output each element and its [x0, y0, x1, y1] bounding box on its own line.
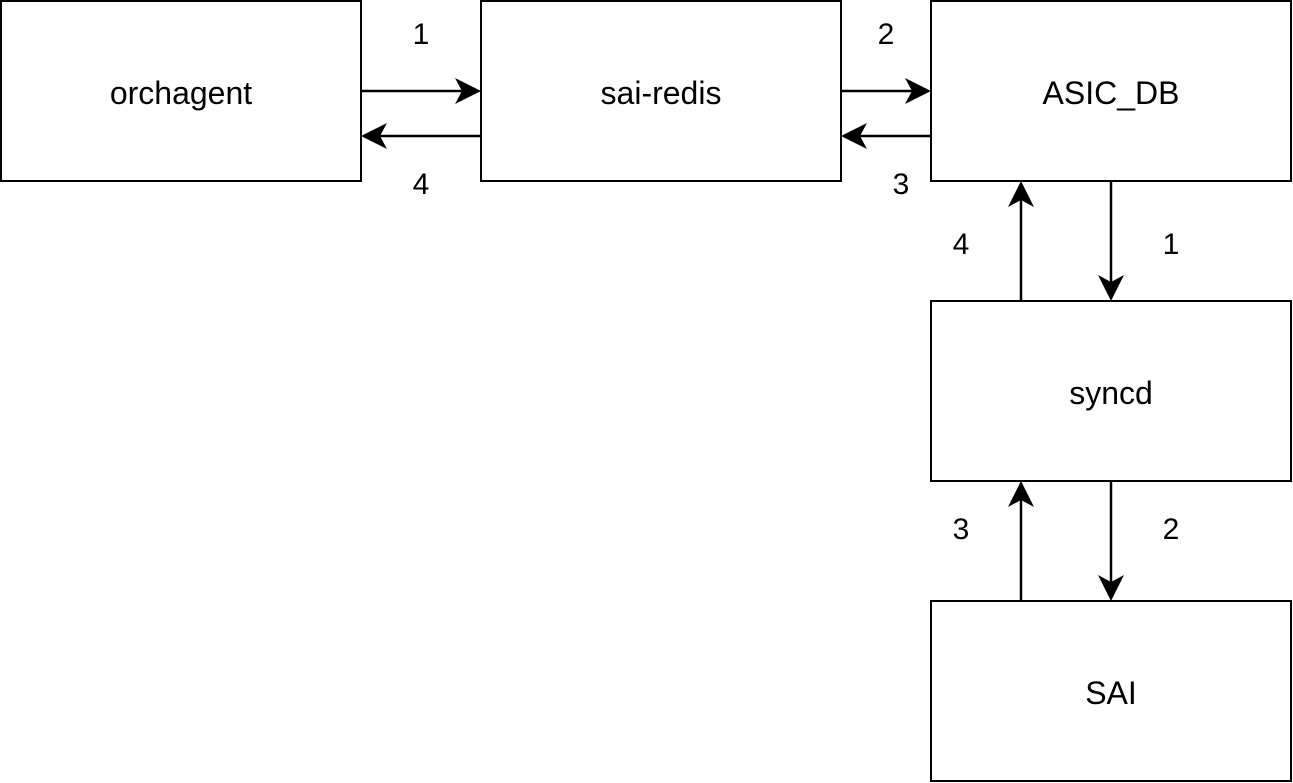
node-sai-redis: sai-redis: [480, 0, 842, 182]
node-orchagent-label: orchagent: [110, 75, 252, 111]
edge-orchagent-to-sai-redis: [361, 78, 481, 104]
node-orchagent: orchagent: [0, 0, 362, 182]
edge-asic-db-to-syncd: [1098, 181, 1124, 301]
step-label-asic-db-to-syncd: 1: [1163, 228, 1180, 261]
node-syncd-label: syncd: [1069, 375, 1153, 411]
step-label-syncd-to-sai: 2: [1163, 513, 1180, 546]
edge-sai-to-syncd: [1008, 481, 1034, 601]
step-label-sai-redis-to-asic-db: 2: [878, 18, 895, 51]
step-label-syncd-to-asic-db: 4: [953, 228, 970, 261]
node-asic-db: ASIC_DB: [930, 0, 1292, 182]
edge-syncd-to-sai: [1098, 481, 1124, 601]
step-label-sai-to-syncd: 3: [953, 513, 970, 546]
step-label-asic-db-to-sai-redis: 3: [893, 168, 910, 201]
edge-syncd-to-asic-db: [1008, 181, 1034, 301]
step-label-orchagent-to-sai-redis: 1: [413, 18, 430, 51]
edge-sai-redis-to-asic-db: [841, 78, 931, 104]
edge-sai-redis-to-orchagent: [361, 123, 481, 149]
node-asic-db-label: ASIC_DB: [1043, 75, 1180, 111]
node-sai-redis-label: sai-redis: [601, 75, 722, 111]
node-syncd: syncd: [930, 300, 1292, 482]
step-label-sai-redis-to-orchagent: 4: [413, 168, 430, 201]
node-sai: SAI: [930, 600, 1292, 782]
node-sai-label: SAI: [1085, 675, 1137, 711]
edge-asic-db-to-sai-redis: [841, 123, 931, 149]
